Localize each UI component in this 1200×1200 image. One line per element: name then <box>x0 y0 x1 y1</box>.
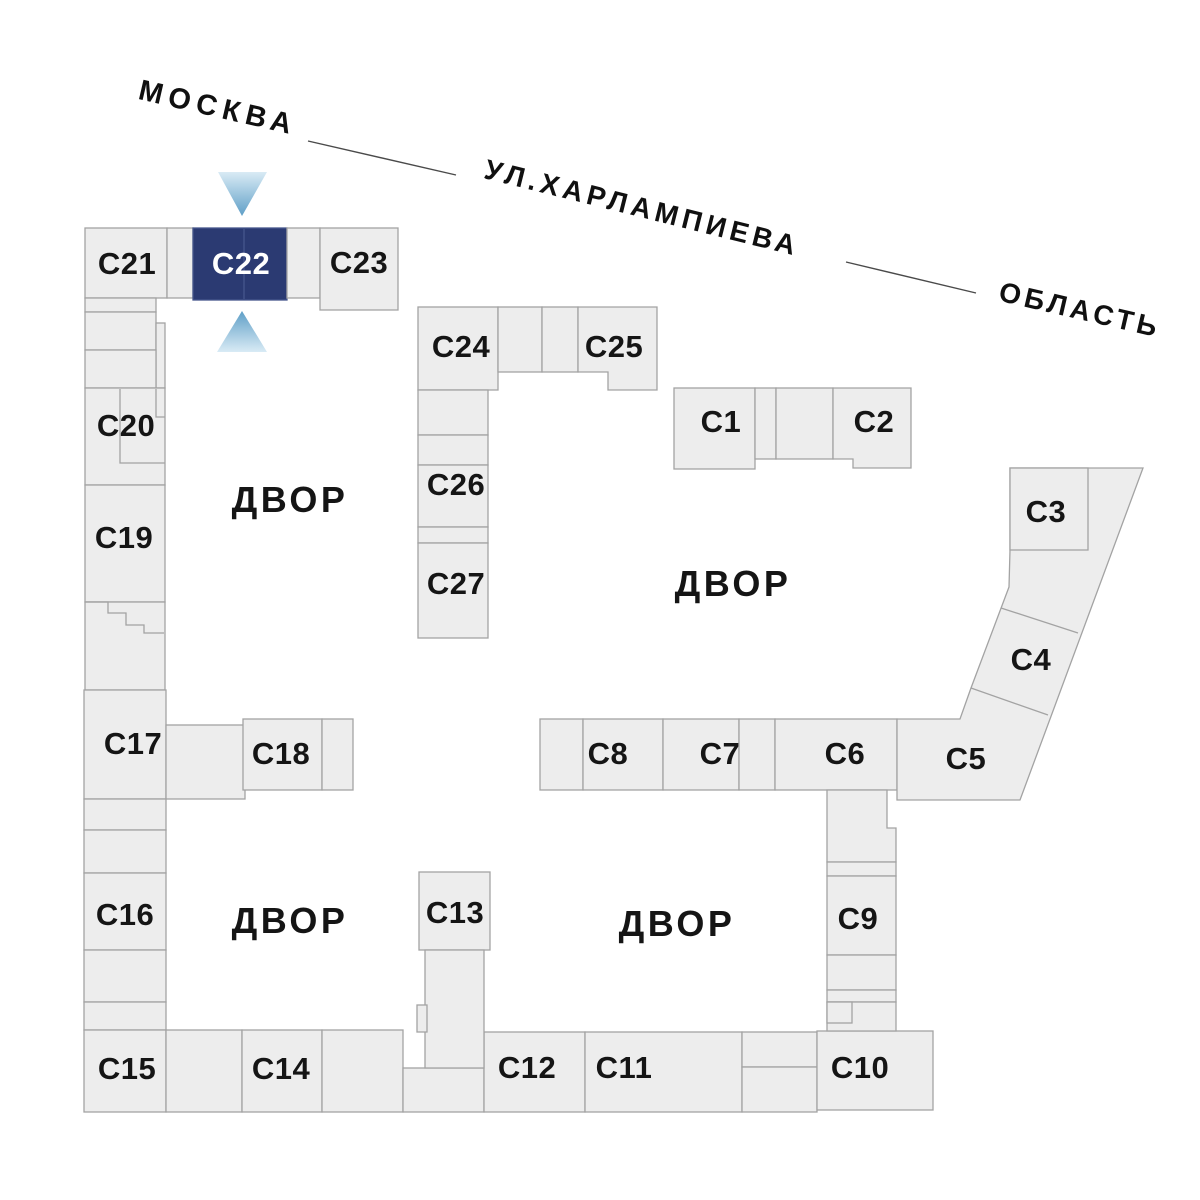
building-c21[interactable] <box>84 227 168 299</box>
building-segment-br5 <box>741 1066 818 1113</box>
building-c18[interactable] <box>242 718 323 791</box>
street-label-moscow: МОСКВА <box>136 74 301 142</box>
building-segment-tb2 <box>541 306 579 373</box>
building-segment-c17-ext <box>165 724 246 800</box>
building-c24[interactable] <box>417 306 499 391</box>
plan-detail-line <box>119 389 165 464</box>
building-segment-ls4 <box>84 601 166 691</box>
building-segment-mr1 <box>539 718 584 791</box>
courtyard-label-4: ДВОР <box>619 903 736 944</box>
building-segment-mr2 <box>738 718 776 791</box>
building-c23[interactable] <box>319 227 399 311</box>
building-c6[interactable] <box>774 718 898 791</box>
building-c26[interactable] <box>417 464 489 528</box>
building-c15[interactable] <box>83 1029 167 1113</box>
building-c16[interactable] <box>83 872 167 951</box>
building-segment-br4 <box>741 1031 818 1068</box>
building-segment-ls2 <box>84 311 157 351</box>
building-segment-s9a <box>826 861 897 877</box>
building-c22[interactable] <box>192 227 288 301</box>
building-segment-ls2b <box>155 322 166 389</box>
building-segment-br3 <box>402 1067 485 1113</box>
building-c2[interactable] <box>832 387 912 469</box>
courtyard-label-2: ДВОР <box>675 563 792 604</box>
building-segment-s9-notch <box>826 1001 853 1024</box>
building-segment-cb2 <box>775 387 834 460</box>
building-segment-ls1 <box>84 297 157 313</box>
building-segment-tb1 <box>497 306 543 373</box>
building-c1[interactable] <box>673 387 756 470</box>
building-segment-s9b <box>826 954 897 991</box>
building-segment-gap-b <box>286 227 321 299</box>
building-c12[interactable] <box>483 1031 586 1113</box>
plan-detail-line <box>1000 607 1079 634</box>
building-segment-col2 <box>417 434 489 466</box>
building-c13[interactable] <box>418 871 491 951</box>
building-segment-gap-a <box>166 227 194 299</box>
building-c14[interactable] <box>241 1029 323 1113</box>
building-c10[interactable] <box>816 1030 934 1111</box>
building-c11[interactable] <box>584 1031 743 1113</box>
building-segment-col3 <box>417 526 489 544</box>
building-segment-ls5 <box>83 798 167 831</box>
building-c8[interactable] <box>582 718 664 791</box>
street-guide-line <box>307 140 457 176</box>
building-segment-s9c <box>826 989 897 1003</box>
street-label-street: УЛ.ХАРЛАМПИЕВА <box>481 154 803 262</box>
building-c27[interactable] <box>417 542 489 639</box>
building-c7[interactable] <box>662 718 740 791</box>
pointer-down-icon <box>218 172 267 216</box>
pointer-up-icon <box>217 311 267 352</box>
building-segment-ls7 <box>83 949 167 1003</box>
building-segment-ls3 <box>84 349 157 389</box>
building-c20[interactable] <box>84 387 166 486</box>
building-segment-ls6 <box>83 829 167 874</box>
building-c17[interactable] <box>83 689 167 800</box>
building-segment-br1 <box>165 1029 243 1113</box>
plan-detail-line <box>155 389 165 418</box>
building-segment-col1 <box>417 389 489 436</box>
courtyard-label-1: ДВОР <box>232 479 349 520</box>
building-segment-cb1 <box>754 387 777 460</box>
building-c3[interactable] <box>1009 467 1089 551</box>
courtyard-label-3: ДВОР <box>232 900 349 941</box>
plan-detail-line <box>85 601 164 634</box>
plan-detail-line <box>970 687 1049 716</box>
building-segment-c6-ext <box>826 789 897 863</box>
building-segment-band <box>896 467 1144 801</box>
building-c19[interactable] <box>84 484 166 603</box>
street-label-oblast: ОБЛАСТЬ <box>996 276 1164 343</box>
street-guide-line <box>845 261 977 294</box>
building-segment-br2 <box>321 1029 404 1113</box>
building-segment-c18-ext <box>321 718 354 791</box>
building-segment-ls8 <box>83 1001 167 1031</box>
building-c9[interactable] <box>826 875 897 956</box>
building-segment-c13-notch <box>416 1004 428 1033</box>
building-c25[interactable] <box>577 306 658 391</box>
building-segment-c13-mid <box>424 949 485 1069</box>
